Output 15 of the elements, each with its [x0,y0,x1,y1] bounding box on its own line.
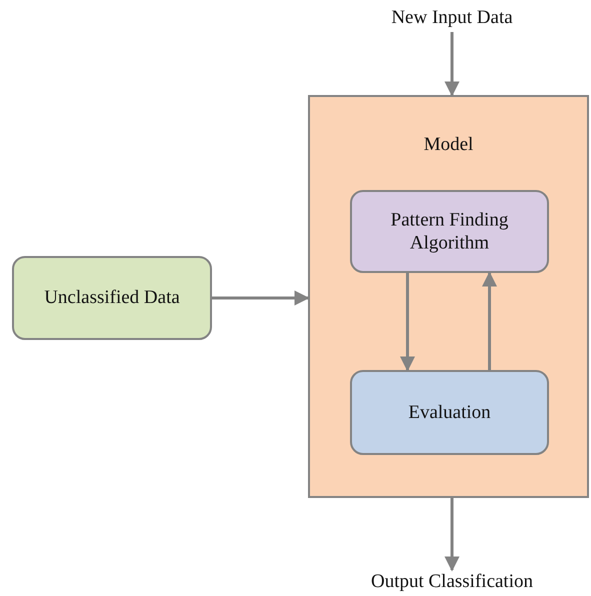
process-box [350,190,549,273]
arrow [444,32,460,96]
node-label: Pattern Finding Algorithm [390,208,510,256]
process-box [12,256,212,340]
node-label: New Input Data [390,6,514,30]
process-box [350,370,549,455]
arrow [444,498,460,572]
arrow [400,273,415,372]
model-panel [308,95,589,498]
panel-title: Model [422,133,474,157]
node-label: Unclassified Data [43,286,181,310]
node-label: Evaluation [407,400,492,424]
node-label: Output Classification [370,570,534,594]
arrow [482,272,497,370]
arrow [212,290,310,306]
